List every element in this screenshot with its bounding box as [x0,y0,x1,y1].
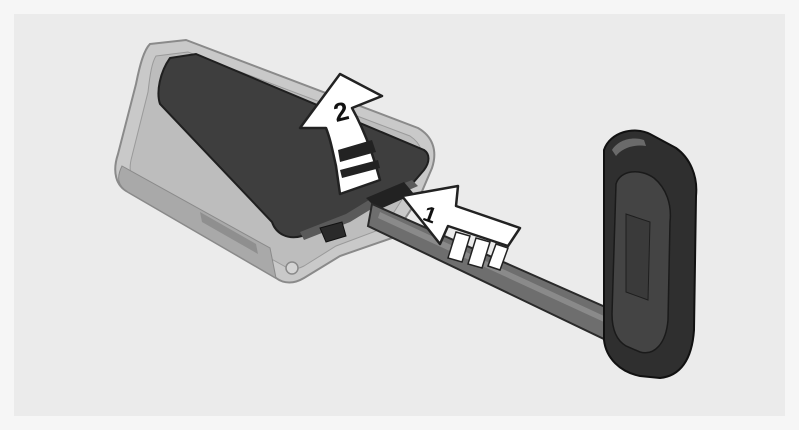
key-fob-pin [286,262,298,274]
key-bow-icon [604,131,696,378]
key-bow-grip [626,214,650,300]
remote-key-fob-icon [115,40,434,283]
